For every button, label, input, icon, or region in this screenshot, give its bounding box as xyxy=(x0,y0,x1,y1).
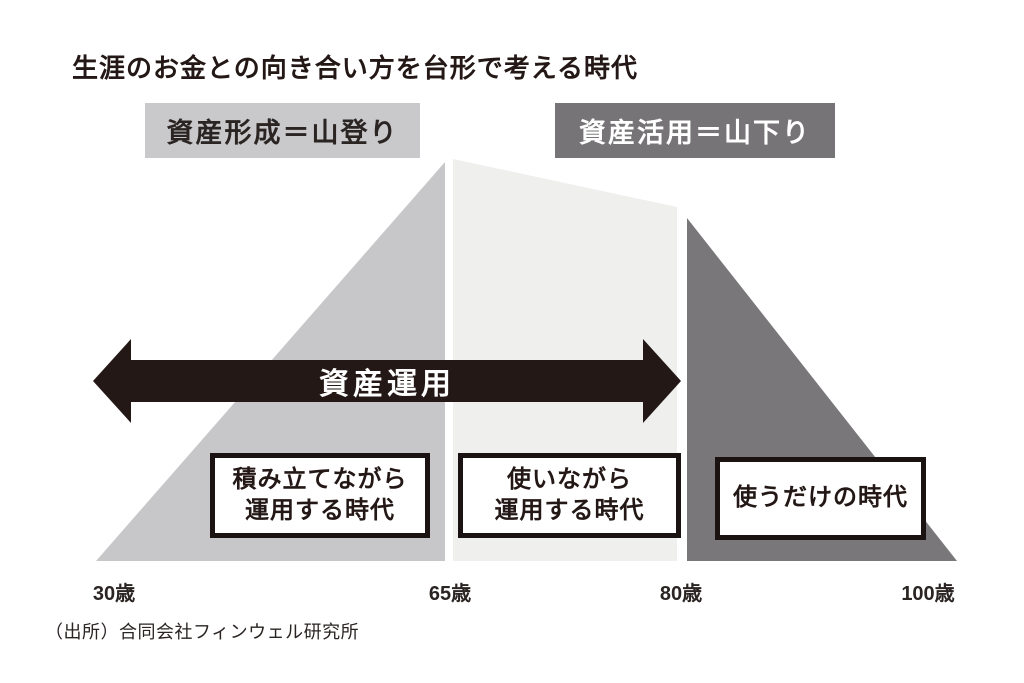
asset-utilization-badge-label: 資産活用＝山下り xyxy=(579,118,811,148)
era-box-spend-and-manage: 使いながら 運用する時代 xyxy=(458,453,681,538)
asset-formation-badge: 資産形成＝山登り xyxy=(145,103,420,158)
double-arrow xyxy=(93,339,681,423)
era-box-spend-and-manage-line1: 使いながら xyxy=(507,465,632,493)
era-box-spend-only-line1: 使うだけの時代 xyxy=(733,484,908,512)
age-label-80: 80歳 xyxy=(659,583,703,605)
diagram-title: 生涯のお金との向き合い方を台形で考える時代 xyxy=(72,53,638,83)
era-box-accumulate-line2: 運用する時代 xyxy=(245,496,395,524)
era-box-accumulate: 積み立てながら 運用する時代 xyxy=(210,453,430,538)
era-box-spend-and-manage-line2: 運用する時代 xyxy=(494,496,645,524)
age-label-100: 100歳 xyxy=(901,583,955,605)
age-label-30: 30歳 xyxy=(92,583,136,605)
source-attribution: （出所）合同会社フィンウェル研究所 xyxy=(45,622,360,642)
asset-formation-badge-label: 資産形成＝山登り xyxy=(166,118,399,148)
era-box-accumulate-line1: 積み立てながら xyxy=(232,465,408,493)
asset-utilization-badge: 資産活用＝山下り xyxy=(555,103,835,158)
era-box-spend-only: 使うだけの時代 xyxy=(715,457,926,540)
age-label-65: 65歳 xyxy=(428,583,472,605)
asset-management-arrow-label: 資産運用 xyxy=(319,368,455,401)
